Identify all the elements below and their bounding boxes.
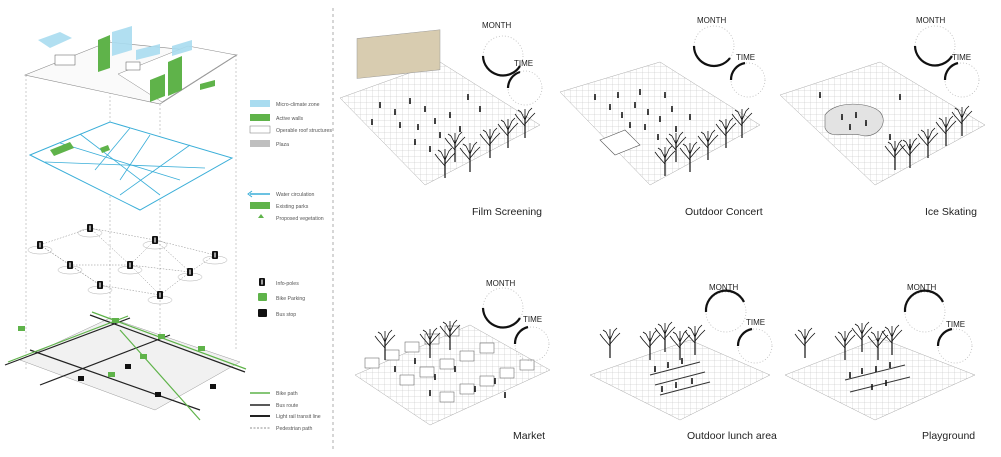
legend-label: Bike Parking xyxy=(276,296,305,302)
legend-paths: Bike path Bus route Light rail transit l… xyxy=(250,391,321,432)
legend-label: Active walls xyxy=(276,116,304,122)
month-dial: MONTH xyxy=(915,16,955,66)
month-dial: MONTH xyxy=(905,283,945,332)
time-label: TIME xyxy=(514,59,533,68)
time-label: TIME xyxy=(523,315,542,324)
layer-streets xyxy=(5,312,246,420)
month-label: MONTH xyxy=(916,16,946,25)
month-label: MONTH xyxy=(482,21,512,30)
scenario-playground xyxy=(785,322,975,420)
time-label: TIME xyxy=(946,320,965,329)
time-label: TIME xyxy=(736,53,755,62)
legend-label: Bike path xyxy=(276,391,298,397)
legend-label: Light rail transit line xyxy=(276,414,321,420)
month-dial: MONTH xyxy=(483,279,523,328)
scenario-title: Outdoor Concert xyxy=(685,206,763,218)
scenario-outdoor-lunch xyxy=(590,322,770,420)
legend-label: Info-poles xyxy=(276,281,299,287)
scenario-title: Outdoor lunch area xyxy=(687,430,777,442)
legend-swatch-active-walls xyxy=(250,114,270,121)
bike-parking-icon xyxy=(258,293,267,301)
time-label: TIME xyxy=(952,53,971,62)
scenario-title: Market xyxy=(513,430,545,442)
scenario-ice-skating xyxy=(780,62,985,185)
dials: MONTH TIME MONTH TIME MONTH TIME xyxy=(482,16,979,363)
layer-water-circulation xyxy=(30,122,232,210)
exploded-axonometric: Micro-climate zone Active walls Operable… xyxy=(5,26,332,432)
scenario-title: Film Screening xyxy=(472,206,542,218)
legend-label: Existing parks xyxy=(276,204,309,210)
month-dial: MONTH xyxy=(694,16,734,66)
legend-water: Water circulation Existing parks Propose… xyxy=(248,191,324,222)
layer-roof xyxy=(25,26,237,104)
scenario-title: Ice Skating xyxy=(925,206,977,218)
legend-label: Plaza xyxy=(276,142,289,148)
ice-rink xyxy=(825,104,883,136)
scenario-title: Playground xyxy=(922,430,975,442)
legend-swatch-parks xyxy=(250,202,270,209)
legend-swatch-vegetation xyxy=(258,214,264,218)
legend-nodes: Info-poles Bike Parking Bus stop xyxy=(258,278,305,318)
legend-label: Micro-climate zone xyxy=(276,102,320,108)
legend-swatch-plaza xyxy=(250,140,270,147)
time-label: TIME xyxy=(746,318,765,327)
scenario-outdoor-concert xyxy=(560,62,760,185)
scenario-market xyxy=(355,320,550,425)
bus-stop-icon xyxy=(258,309,267,317)
layer-node-network xyxy=(28,224,227,304)
legend-label: Bus route xyxy=(276,403,298,409)
legend-label: Proposed vegetation xyxy=(276,216,324,222)
legend-label: Operable roof structures xyxy=(276,128,332,134)
time-dial: TIME xyxy=(731,53,765,97)
scenario-film-screening xyxy=(340,30,540,185)
legend-top: Micro-climate zone Active walls Operable… xyxy=(250,100,332,148)
legend-label: Pedestrian path xyxy=(276,426,312,432)
month-label: MONTH xyxy=(709,283,739,292)
film-screen-image xyxy=(357,30,440,79)
legend-swatch-microclimate xyxy=(250,100,270,107)
legend-label: Bus stop xyxy=(276,312,296,318)
month-dial: MONTH xyxy=(706,283,746,332)
time-dial: TIME xyxy=(738,318,772,363)
legend-swatch-roof xyxy=(250,126,270,133)
time-dial: TIME xyxy=(938,320,972,363)
month-label: MONTH xyxy=(907,283,937,292)
legend-label: Water circulation xyxy=(276,192,315,198)
month-label: MONTH xyxy=(486,279,516,288)
time-dial: TIME xyxy=(508,59,542,105)
info-pole-icon xyxy=(259,278,265,286)
month-label: MONTH xyxy=(697,16,727,25)
